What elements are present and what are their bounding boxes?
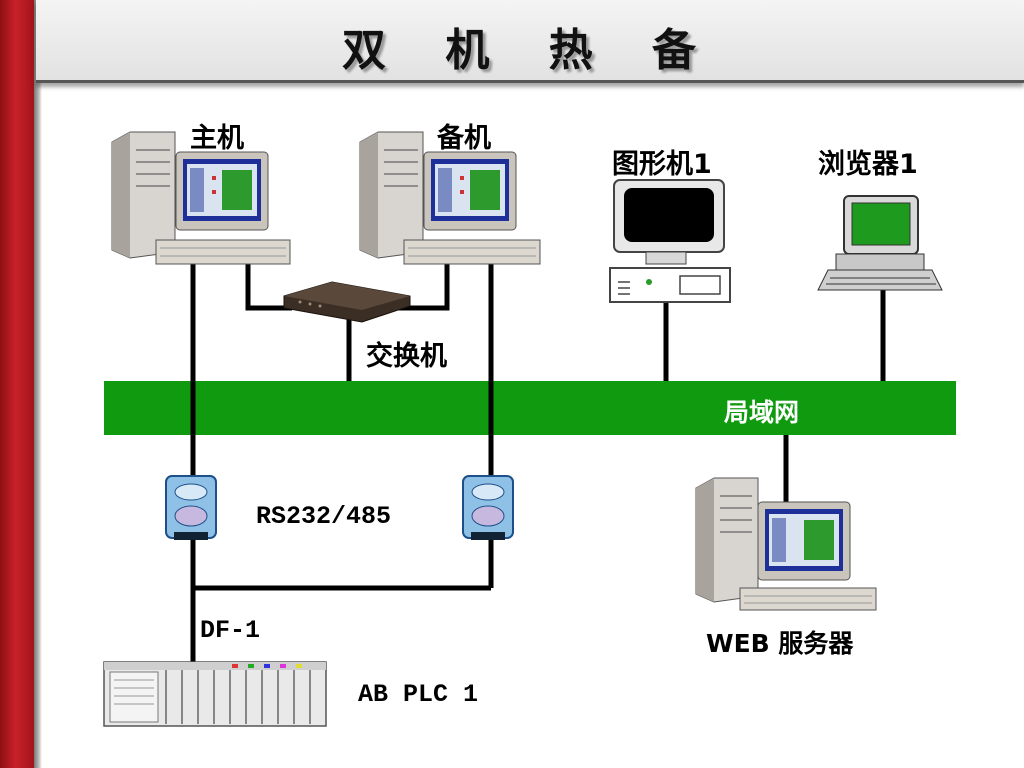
label-browser: 浏览器1	[818, 149, 918, 180]
line-primary-switch	[245, 262, 292, 311]
left-accent-bar	[0, 0, 34, 768]
title-bar: 双 机 热 备	[36, 0, 1024, 83]
label-lan: 局域网	[724, 398, 800, 427]
left-accent-shadow	[34, 0, 42, 768]
label-plc: AB PLC 1	[358, 680, 479, 709]
label-standby: 备机	[437, 123, 491, 154]
label-df1: DF-1	[200, 616, 261, 645]
lan-bus	[104, 381, 956, 435]
label-primary: 主机	[190, 123, 244, 154]
label-converter: RS232/485	[256, 502, 392, 531]
label-graphics: 图形机1	[612, 149, 712, 180]
label-switch: 交换机	[366, 341, 447, 372]
slide-title: 双 机 热 备	[342, 25, 718, 76]
label-web-server: WEB 服务器	[706, 629, 854, 658]
line-standby-switch	[398, 262, 450, 311]
